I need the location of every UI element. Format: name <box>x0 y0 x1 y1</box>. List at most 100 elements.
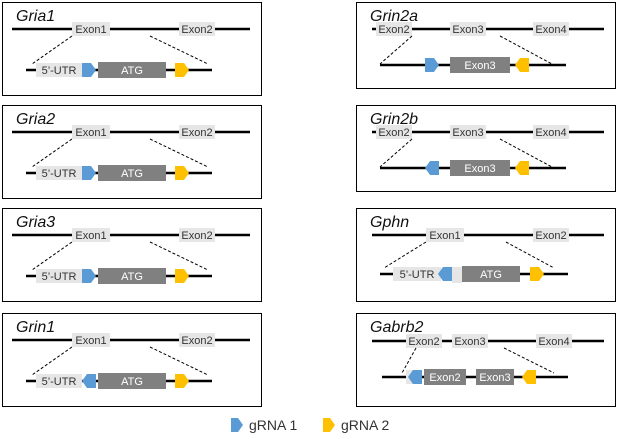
grna2-arrow <box>175 63 189 77</box>
genomic-exon1-text: Exon1 <box>429 230 460 242</box>
zoom-line-right <box>505 241 555 269</box>
panel-frame <box>2 208 262 302</box>
utr-label-text: 5’-UTR <box>42 271 77 283</box>
zoom-line-right <box>503 347 555 374</box>
grna2-legend-label: gRNA 2 <box>341 417 389 433</box>
atg-label-box <box>98 373 166 389</box>
zoom-line-left <box>31 138 73 168</box>
exon3-box-text: Exon3 <box>464 163 495 175</box>
genomic-exon1-text: Exon1 <box>75 230 106 242</box>
exon3-box-box <box>476 369 514 385</box>
gene-name: Grin1 <box>16 319 55 336</box>
genomic-exon4-box <box>533 22 569 36</box>
grna2-arrow <box>175 269 189 283</box>
genomic-exon3-box <box>450 22 486 36</box>
utr-label: 5’-UTR <box>36 63 82 77</box>
genomic-exon2-text: Exon2 <box>181 230 212 242</box>
genomic-exon1: Exon1 <box>72 125 110 139</box>
genomic-exon1: Exon1 <box>72 22 110 36</box>
atg-label: ATG <box>98 62 166 78</box>
genomic-exon3-text: Exon3 <box>452 24 483 36</box>
atg-label-text: ATG <box>480 269 502 281</box>
genomic-exon3-box <box>452 334 488 348</box>
grna1-arrow <box>438 267 452 281</box>
grna2-arrow <box>522 370 536 384</box>
genomic-exon2-text: Exon2 <box>378 127 409 139</box>
exon2-box-box <box>424 369 466 385</box>
atg-label-box <box>98 268 166 284</box>
genomic-exon1: Exon1 <box>72 228 110 242</box>
atg-label-text: ATG <box>121 376 143 388</box>
utr-label-box <box>36 269 82 283</box>
exon3-box: Exon3 <box>450 160 510 176</box>
gene-name: Gria1 <box>16 8 55 25</box>
genomic-exon2-text: Exon2 <box>408 336 439 348</box>
spacer-box <box>452 267 462 283</box>
genomic-exon1: Exon1 <box>72 333 110 347</box>
gene-name: Gphn <box>370 214 409 231</box>
utr-label: 5’-UTR <box>36 374 82 388</box>
panel-frame <box>2 105 262 199</box>
grna1-arrow <box>82 166 96 180</box>
genomic-exon4: Exon4 <box>533 22 569 36</box>
grna2-arrow <box>175 374 189 388</box>
atg-label-text: ATG <box>121 65 143 77</box>
genomic-exon4-box <box>533 125 569 139</box>
atg-label: ATG <box>98 268 166 284</box>
zoom-line-left <box>383 241 427 269</box>
genomic-exon1-box <box>426 228 464 242</box>
utr-label-box <box>36 166 82 180</box>
panel-frame <box>356 2 616 89</box>
genomic-exon1-box <box>72 228 110 242</box>
genomic-exon2: Exon2 <box>376 125 412 139</box>
utr-label-box <box>36 63 82 77</box>
genomic-exon1-text: Exon1 <box>75 24 106 36</box>
grna1-legend-label: gRNA 1 <box>249 417 297 433</box>
gene-name: Grin2b <box>370 111 418 128</box>
exon3-box-box <box>450 160 510 176</box>
utr-label: 5’-UTR <box>36 166 82 180</box>
genomic-exon3-text: Exon3 <box>452 127 483 139</box>
grna2-legend-icon <box>323 418 335 432</box>
genomic-exon3: Exon3 <box>450 22 486 36</box>
zoom-line-left <box>31 241 73 271</box>
panel-frame <box>356 105 616 192</box>
zoom-line-right <box>149 35 209 65</box>
genomic-exon2: Exon2 <box>179 333 215 347</box>
zoom-line-left <box>379 35 413 65</box>
genomic-exon1: Exon1 <box>426 228 464 242</box>
genomic-exon1-box <box>72 333 110 347</box>
genomic-exon2-box <box>179 22 215 36</box>
exon3-box-text: Exon3 <box>464 60 495 72</box>
genomic-exon2-text: Exon2 <box>181 24 212 36</box>
gene-name: Grin2a <box>370 8 418 25</box>
utr-label-text: 5’-UTR <box>400 269 435 281</box>
grna1-legend-icon <box>231 418 243 432</box>
utr-label: 5’-UTR <box>36 269 82 283</box>
genomic-exon4-text: Exon4 <box>538 336 569 348</box>
genomic-exon1-text: Exon1 <box>75 127 106 139</box>
genomic-exon2-box <box>406 334 442 348</box>
utr-label-text: 5’-UTR <box>42 168 77 180</box>
zoom-line-right <box>149 138 209 168</box>
atg-label-text: ATG <box>121 271 143 283</box>
gene-name: Gria3 <box>16 214 55 231</box>
genomic-exon4-box <box>536 334 572 348</box>
grna1-arrow <box>82 374 96 388</box>
atg-label-box <box>462 266 520 282</box>
exon3-box-box <box>450 57 510 73</box>
genomic-exon2-box <box>376 125 412 139</box>
zoom-line-left <box>31 35 73 65</box>
genomic-exon2: Exon2 <box>406 334 442 348</box>
exon3-box: Exon3 <box>476 369 514 385</box>
grna2-arrow <box>175 166 189 180</box>
genomic-exon3-text: Exon3 <box>454 336 485 348</box>
panel-frame <box>2 2 262 96</box>
